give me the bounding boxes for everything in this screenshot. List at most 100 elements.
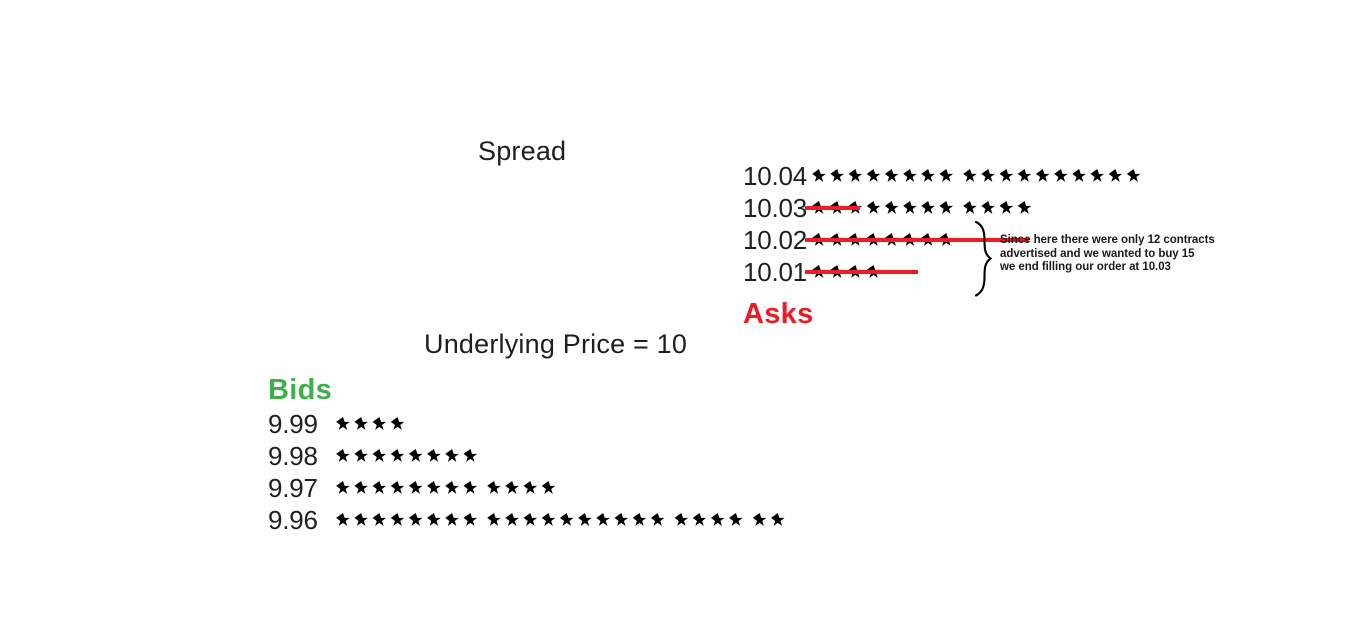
contract-star-icon	[372, 417, 387, 430]
contract-star-icon	[354, 513, 368, 526]
contract-star-icon	[866, 201, 881, 214]
contract-star-icon	[939, 169, 954, 182]
contract-star-icon	[445, 481, 459, 494]
contract-stars	[328, 472, 560, 504]
contract-star-icon	[408, 449, 423, 462]
contract-star-icon	[812, 265, 826, 278]
contract-stars	[805, 224, 1029, 256]
contract-star-icon	[541, 481, 556, 494]
contract-star-icon	[884, 233, 899, 246]
contract-star-icon	[487, 481, 501, 494]
contract-star-icon	[963, 169, 977, 182]
contract-star-icon	[354, 417, 368, 430]
contract-star-icon	[830, 233, 844, 246]
contract-star-icon	[1090, 169, 1105, 182]
contract-star-icon	[632, 513, 647, 526]
contract-star-icon	[463, 513, 478, 526]
contract-star-icon	[390, 417, 405, 430]
contract-star-icon	[981, 201, 995, 214]
contract-star-icon	[903, 233, 917, 246]
contract-star-icon	[830, 201, 844, 214]
row-price: 10.03	[743, 192, 808, 223]
contract-star-icon	[1108, 169, 1123, 182]
contract-star-icon	[372, 481, 387, 494]
contract-star-icon	[830, 265, 844, 278]
contract-star-icon	[1017, 201, 1032, 214]
contract-star-icon	[390, 481, 405, 494]
contract-star-icon	[541, 513, 556, 526]
annotation-line-3: we end filling our order at 10.03	[1000, 261, 1171, 274]
contract-star-icon	[463, 481, 478, 494]
contract-star-icon	[812, 233, 826, 246]
row-price: 9.96	[268, 504, 318, 535]
contract-star-icon	[921, 169, 935, 182]
contract-star-icon	[848, 169, 863, 182]
row-price: 10.01	[743, 256, 808, 287]
contract-star-icon	[1017, 169, 1032, 182]
contract-star-icon	[505, 513, 519, 526]
asks-heading: Asks	[743, 298, 814, 330]
contract-star-icon	[408, 513, 423, 526]
contract-stars	[809, 160, 1145, 192]
spread-label: Spread	[478, 136, 567, 166]
contract-star-icon	[674, 513, 689, 526]
row-price: 9.99	[268, 408, 318, 439]
order-book-row[interactable]: 9.99	[268, 408, 789, 440]
contract-star-icon	[921, 233, 935, 246]
row-price: 10.04	[743, 160, 808, 191]
contract-star-icon	[921, 201, 935, 214]
contract-stars	[805, 256, 918, 288]
contract-star-icon	[963, 201, 977, 214]
contract-star-icon	[427, 449, 441, 462]
contract-star-icon	[487, 513, 501, 526]
contract-star-icon	[939, 201, 954, 214]
contract-star-icon	[505, 481, 519, 494]
contract-star-icon	[981, 169, 995, 182]
contract-star-icon	[812, 201, 826, 214]
contract-star-icon	[559, 513, 574, 526]
contract-star-icon	[408, 481, 423, 494]
contract-star-icon	[848, 201, 863, 214]
contract-star-icon	[999, 201, 1014, 214]
contract-star-icon	[771, 513, 785, 526]
order-book-row[interactable]: 10.04	[743, 160, 1145, 192]
contract-star-icon	[884, 169, 899, 182]
contract-star-icon	[336, 417, 350, 430]
contract-stars	[805, 192, 1036, 224]
contract-star-icon	[650, 513, 665, 526]
contract-star-icon	[523, 481, 538, 494]
contract-star-icon	[1072, 169, 1086, 182]
contract-star-icon	[903, 169, 917, 182]
contract-star-icon	[445, 513, 459, 526]
contract-star-icon	[614, 513, 629, 526]
order-book-row[interactable]: 9.98	[268, 440, 789, 472]
contract-star-icon	[427, 481, 441, 494]
contract-star-icon	[729, 513, 743, 526]
contract-star-icon	[445, 449, 459, 462]
contract-star-icon	[884, 201, 899, 214]
contract-star-icon	[848, 233, 863, 246]
row-price: 9.97	[268, 472, 318, 503]
row-price: 10.02	[743, 224, 808, 255]
order-book-row[interactable]: 9.96	[268, 504, 789, 536]
contract-star-icon	[336, 513, 350, 526]
contract-star-icon	[390, 513, 405, 526]
contract-star-icon	[866, 233, 881, 246]
contract-star-icon	[354, 449, 368, 462]
order-book-row[interactable]: 9.97	[268, 472, 789, 504]
annotation-line-2: advertised and we wanted to buy 15	[1000, 247, 1195, 260]
contract-star-icon	[710, 513, 725, 526]
contract-star-icon	[939, 233, 954, 246]
contract-star-icon	[336, 481, 350, 494]
contract-star-icon	[830, 169, 844, 182]
contract-stars	[328, 504, 789, 536]
contract-star-icon	[523, 513, 538, 526]
order-book-row[interactable]: 10.03	[743, 192, 1145, 224]
contract-star-icon	[372, 449, 387, 462]
contract-star-icon	[812, 169, 826, 182]
underlying-price-label: Underlying Price = 10	[424, 329, 688, 359]
curly-brace-icon	[972, 221, 996, 297]
contract-star-icon	[1035, 169, 1050, 182]
